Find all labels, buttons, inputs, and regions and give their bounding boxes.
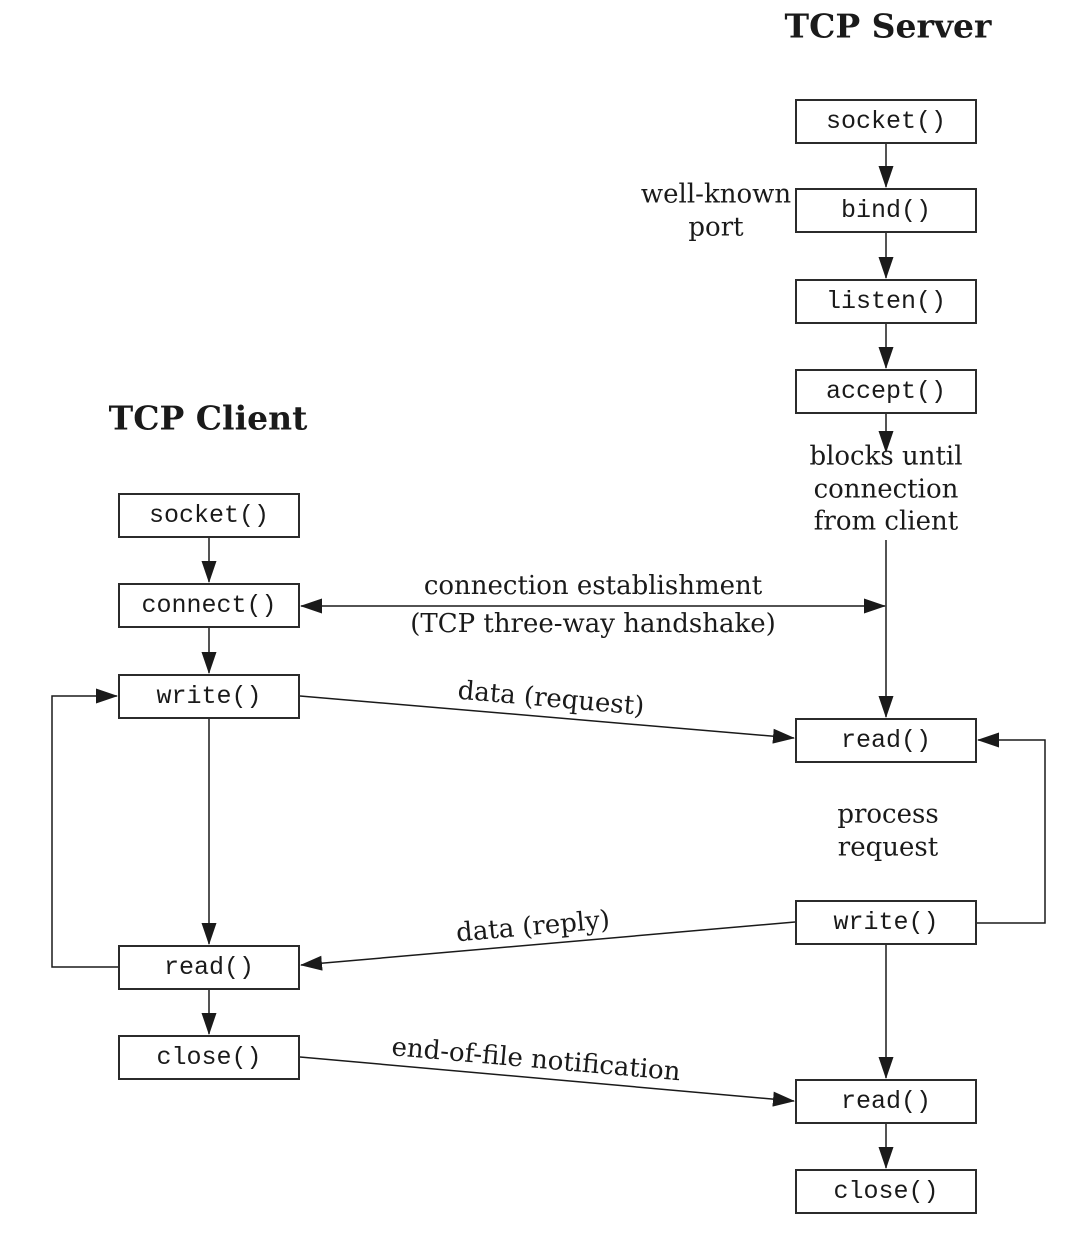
server-loop-arrow <box>977 732 1046 924</box>
server-socket-box: socket() <box>795 99 977 144</box>
connection-establishment-label-line1: connection establishment <box>423 570 763 601</box>
process-request-label: process request <box>837 799 939 863</box>
blocks-until-label: blocks until connection from client <box>809 441 963 537</box>
client-loop-arrow <box>51 688 118 968</box>
well-known-port-label: well-known port <box>640 179 792 243</box>
server-read-box: read() <box>795 718 977 763</box>
client-title: TCP Client <box>108 398 308 438</box>
client-connect-box: connect() <box>118 583 300 628</box>
server-write-box: write() <box>795 900 977 945</box>
data-reply-arrow <box>300 921 796 971</box>
server-title: TCP Server <box>784 6 992 46</box>
connection-establishment-label-line2: (TCP three-way handshake) <box>410 608 776 639</box>
client-socket-box: socket() <box>118 493 300 538</box>
server-close-box: close() <box>795 1169 977 1214</box>
client-close-box: close() <box>118 1035 300 1080</box>
server-accept-box: accept() <box>795 369 977 414</box>
data-request-arrow <box>299 695 795 744</box>
server-bind-box: bind() <box>795 188 977 233</box>
eof-notification-arrow <box>299 1056 795 1107</box>
client-write-box: write() <box>118 674 300 719</box>
server-listen-box: listen() <box>795 279 977 324</box>
server-read2-box: read() <box>795 1079 977 1124</box>
client-read-box: read() <box>118 945 300 990</box>
